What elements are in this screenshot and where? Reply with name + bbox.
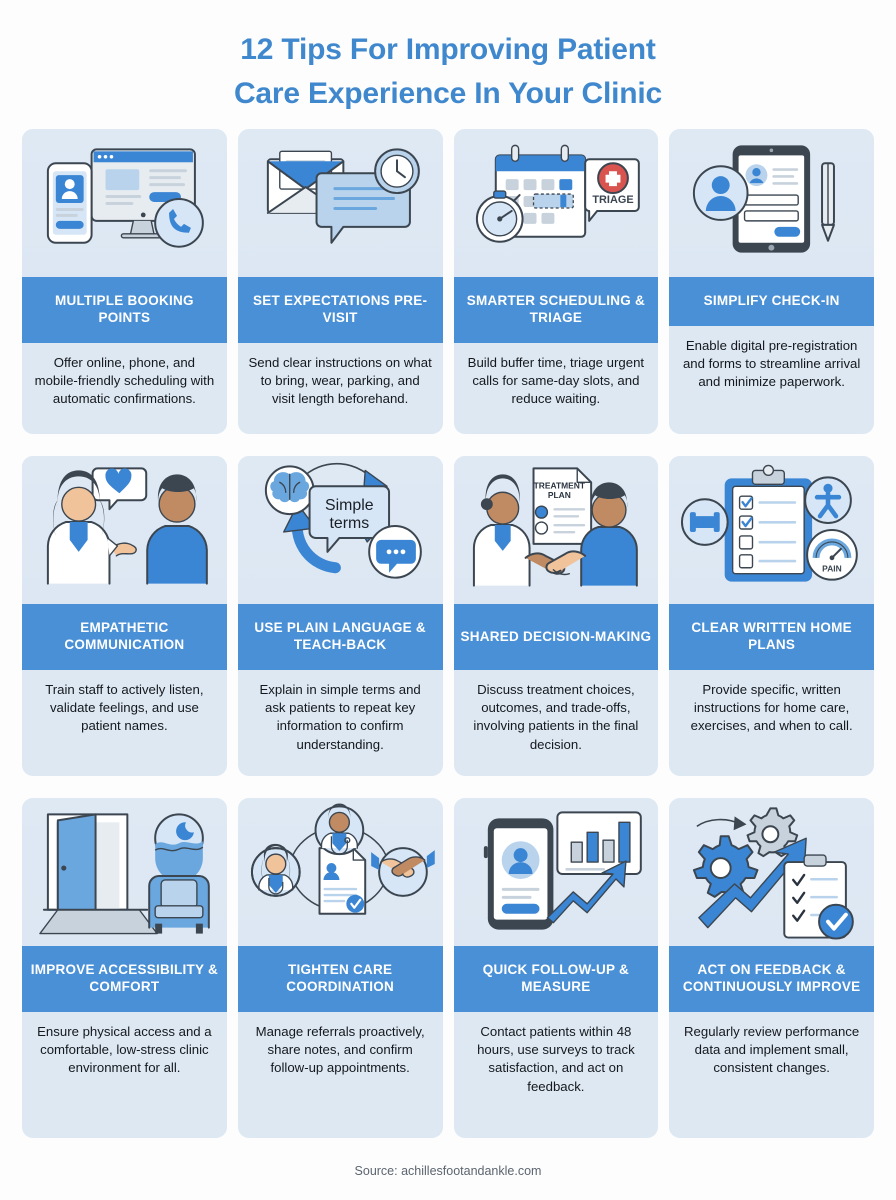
bubble-line-2: terms (329, 515, 369, 532)
card-desc-7: Discuss treatment choices, outcomes, and… (473, 682, 639, 752)
tip-card-7[interactable]: TREATMENT PLAN (453, 456, 659, 776)
brain-simple-terms-loop-icon: Simple terms (237, 456, 443, 604)
tip-card-1[interactable]: MULTIPLE BOOKING POINTS Offer online, ph… (22, 129, 227, 434)
title-line-2: Care Experience In Your Clinic (233, 76, 663, 110)
clipboard-home-exercise-icon: PAIN (669, 456, 874, 604)
source-footer: Source: achillesfootandankle.com (354, 1164, 542, 1178)
card-title-7: SHARED DECISION-MAKING (453, 604, 659, 670)
card-desc-11: Contact patients within 48 hours, use su… (477, 1024, 635, 1094)
card-desc-9: Ensure physical access and a comfortable… (37, 1024, 212, 1076)
card-desc-1: Offer online, phone, and mobile-friendly… (34, 355, 215, 407)
doctor-patient-heart-icon (22, 456, 227, 604)
tip-card-4[interactable]: SIMPLIFY CHECK-IN Enable digital pre-reg… (669, 129, 874, 434)
booking-devices-icon (22, 129, 227, 277)
card-title-11: QUICK FOLLOW-UP & MEASURE (453, 946, 659, 1012)
card-desc-5: Train staff to actively listen, validate… (45, 682, 204, 734)
page-title: 12 Tips For Improving Patient Care Exper… (22, 0, 874, 129)
tip-card-11[interactable]: QUICK FOLLOW-UP & MEASURE Contact patien… (453, 798, 659, 1138)
card-title-10: TIGHTEN CARE COORDINATION (237, 946, 443, 1012)
card-title-2: SET EXPECTATIONS PRE-VISIT (237, 277, 443, 343)
card-desc-2: Send clear instructions on what to bring… (248, 355, 432, 407)
tip-card-5[interactable]: EMPATHETIC COMMUNICATION Train staff to … (22, 456, 227, 776)
card-title-3: SMARTER SCHEDULING & TRIAGE (453, 277, 659, 343)
card-desc-8: Provide specific, written instructions f… (690, 682, 853, 734)
tip-card-9[interactable]: IMPROVE ACCESSIBILITY & COMFORT Ensure p… (22, 798, 227, 1138)
tip-card-6[interactable]: Simple terms USE PLAIN LANGUAGE & TEACH-… (237, 456, 443, 776)
triage-badge-label: TRIAGE (592, 194, 633, 206)
tablet-registration-icon (669, 129, 874, 277)
card-title-4: SIMPLIFY CHECK-IN (669, 277, 874, 326)
pain-gauge-label: PAIN (822, 564, 842, 574)
tip-card-3[interactable]: TRIAGE SMARTER SCHEDULING & TRIAGE Build… (453, 129, 659, 434)
tip-card-12[interactable]: ACT ON FEEDBACK & CONTINUOUSLY IMPROVE R… (669, 798, 874, 1138)
bubble-line-1: Simple (325, 497, 374, 514)
card-title-6: USE PLAIN LANGUAGE & TEACH-BACK (237, 604, 443, 670)
doc-line-1: TREATMENT (533, 480, 585, 490)
card-title-12: ACT ON FEEDBACK & CONTINUOUSLY IMPROVE (669, 946, 874, 1012)
tip-card-2[interactable]: SET EXPECTATIONS PRE-VISIT Send clear in… (237, 129, 443, 434)
clipboard-home-exercise-icon-wrap[interactable]: PAIN CLEAR WRITTEN HOME PLANS Provide sp… (669, 456, 874, 776)
accessible-door-comfort-icon (22, 798, 227, 946)
tip-card-10[interactable]: TIGHTEN CARE COORDINATION Manage referra… (237, 798, 443, 1138)
email-message-clock-icon (237, 129, 443, 277)
doc-line-2: PLAN (547, 490, 570, 500)
handshake-treatment-plan-icon: TREATMENT PLAN (453, 456, 659, 604)
care-team-network-icon (237, 798, 443, 946)
card-title-1: MULTIPLE BOOKING POINTS (22, 277, 227, 343)
card-title-9: IMPROVE ACCESSIBILITY & COMFORT (22, 946, 227, 1012)
card-desc-12: Regularly review performance data and im… (684, 1024, 860, 1076)
card-title-5: EMPATHETIC COMMUNICATION (22, 604, 227, 670)
title-line-1: 12 Tips For Improving Patient (240, 33, 656, 66)
gears-growth-checklist-icon (669, 798, 874, 946)
card-desc-3: Build buffer time, triage urgent calls f… (467, 355, 645, 407)
card-title-8: CLEAR WRITTEN HOME PLANS (669, 604, 874, 670)
calendar-stopwatch-triage-icon: TRIAGE (453, 129, 659, 277)
tips-grid: MULTIPLE BOOKING POINTS Offer online, ph… (22, 129, 874, 1138)
card-desc-6: Explain in simple terms and ask patients… (259, 682, 421, 752)
card-desc-4: Enable digital pre-registration and form… (682, 338, 861, 390)
card-desc-10: Manage referrals proactively, share note… (255, 1024, 425, 1076)
phone-chart-growth-icon (453, 798, 659, 946)
